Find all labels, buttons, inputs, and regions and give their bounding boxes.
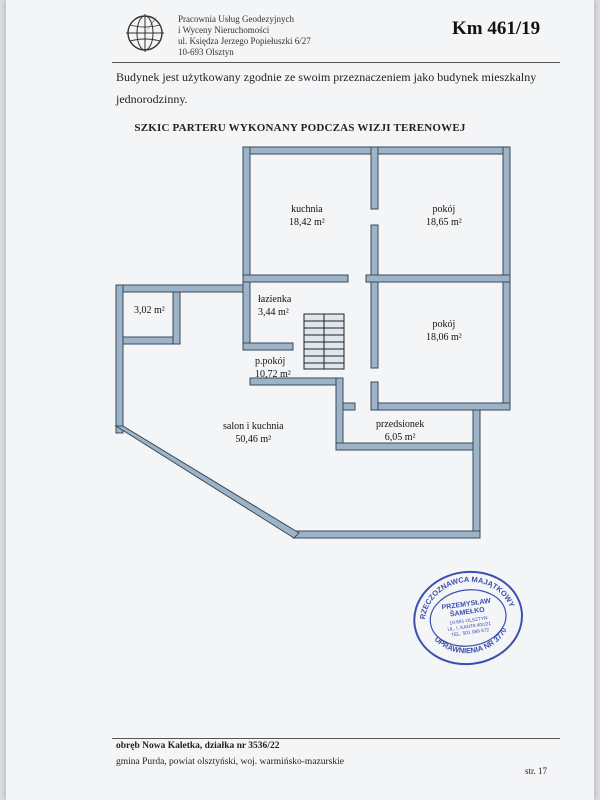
room-pokoj-2: pokój 18,06 m²	[426, 318, 462, 344]
stairs-icon	[303, 313, 345, 370]
floor-plan-walls	[114, 146, 511, 539]
room-area: 3,02 m²	[134, 305, 165, 316]
room-przedsionek: przedsionek 6,05 m²	[376, 418, 424, 444]
room-name: kuchnia	[291, 204, 323, 215]
room-kuchnia: kuchnia 18,42 m²	[289, 203, 325, 229]
room-name: łazienka	[258, 294, 292, 305]
room-area: 18,06 m²	[426, 332, 462, 343]
footer-parcel: obręb Nowa Kaletka, działka nr 3536/22	[116, 741, 280, 751]
firm-line: i Wyceny Nieruchomości	[178, 25, 270, 35]
room-name: przedsionek	[376, 419, 425, 430]
globe-logo-icon	[126, 14, 164, 52]
room-area: 6,05 m²	[384, 432, 416, 443]
room-area: 50,46 m²	[235, 434, 272, 445]
firm-line: 10-693 Olsztyn	[178, 47, 234, 57]
room-name: salon i kuchnia	[223, 421, 284, 432]
room-area: 3,44 m²	[258, 307, 289, 318]
room-pokoj-1: pokój 18,65 m²	[426, 203, 462, 229]
firm-line: ul. Księdza Jerzego Popiełuszki 6/27	[178, 36, 311, 46]
room-name: pokój	[432, 204, 456, 215]
footer-location: gmina Purda, powiat olsztyński, woj. war…	[116, 757, 344, 767]
header-divider	[112, 62, 560, 63]
stamp-address-1: 10-691 OLSZTYN	[449, 615, 488, 626]
body-paragraph: Budynek jest użytkowany zgodnie ze swoim…	[116, 70, 537, 106]
sketch-title: SZKIC PARTERU WYKONANY PODCZAS WIZJI TER…	[134, 122, 466, 134]
page-number: str. 17	[525, 766, 548, 776]
room-area: 18,42 m²	[289, 217, 325, 228]
firm-address: Pracownia Usług Geodezyjnych i Wyceny Ni…	[178, 14, 311, 58]
appraiser-stamp: RZECZOZNAWCA MAJĄTKOWY UPRAWNIENIA NR 37…	[413, 568, 523, 666]
room-name: p.pokój	[255, 356, 286, 367]
room-salon: salon i kuchnia 50,46 m²	[223, 420, 284, 446]
room-name: pokój	[432, 319, 456, 330]
firm-line: Pracownia Usług Geodezyjnych	[178, 14, 294, 24]
room-area: 10,72 m²	[255, 369, 291, 380]
stamp-phone: TEL. 501 089 672	[451, 627, 490, 638]
room-small: 3,02 m²	[134, 304, 165, 317]
room-area: 18,65 m²	[426, 217, 462, 228]
footer-divider	[112, 738, 560, 739]
room-lazienka: łazienka 3,44 m²	[258, 293, 291, 319]
document-page: Pracownia Usług Geodezyjnych i Wyceny Ni…	[6, 0, 594, 800]
document-reference: Km 461/19	[452, 18, 541, 39]
room-p-pokoj: p.pokój 10,72 m²	[255, 355, 291, 381]
floor-plan	[114, 146, 511, 539]
